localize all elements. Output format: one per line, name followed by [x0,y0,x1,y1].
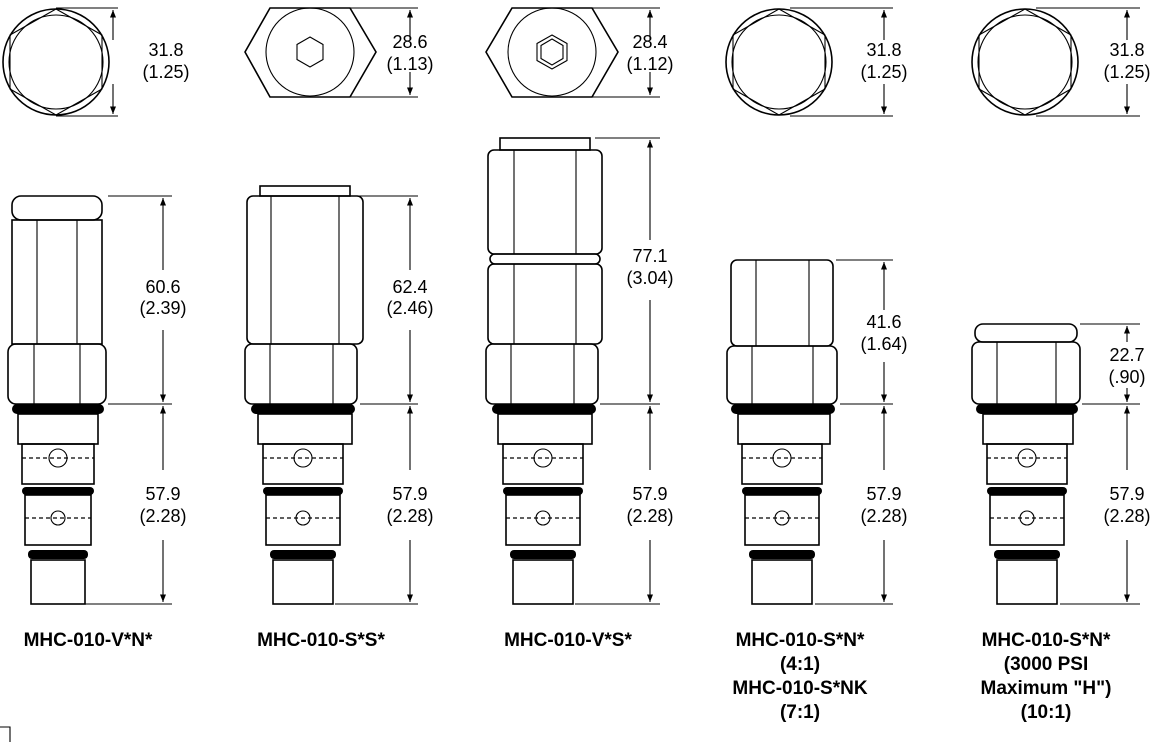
end-dim-1-inch: (1.25) [142,62,189,82]
bottom-dim-2: 57.9 [392,484,427,504]
bottom-dim-5-inch: (2.28) [1103,506,1150,526]
end-view-3: 28.4 (1.12) [485,7,674,98]
end-dim-4-inch: (1.25) [860,62,907,82]
end-dim-5-inch: (1.25) [1103,62,1150,82]
view-2: 28.6 (1.13) [244,7,434,651]
top-dim-5-inch: (.90) [1108,367,1145,387]
bottom-dim-1: 57.9 [145,484,180,504]
end-dim-5: 31.8 [1109,40,1144,60]
model-title-5-line-4: (10:1) [1021,702,1072,723]
end-dim-2: 28.6 [392,32,427,52]
end-dim-3-inch: (1.12) [626,54,673,74]
model-title-5-line-3: Maximum "H") [981,678,1112,699]
top-dim-3: 77.1 [632,246,667,266]
top-dim-4-inch: (1.64) [860,334,907,354]
end-view-2: 28.6 (1.13) [244,7,434,98]
model-title-4-line-2: (4:1) [780,654,820,675]
model-title-3-line-1: MHC-010-V*S* [504,630,632,651]
model-title-4-line-1: MHC-010-S*N* [736,630,865,651]
bottom-dim-1-inch: (2.28) [139,506,186,526]
bottom-dim-2-inch: (2.28) [386,506,433,526]
dimension-lines-4: 41.6 (1.64) 57.9 (2.28) [815,259,908,605]
end-view-4: 31.8 (1.25) [725,7,908,117]
view-3: 28.4 (1.12) [485,7,674,651]
dimension-lines-5: 22.7 (.90) 57.9 (2.28) [1060,323,1151,605]
dimension-lines-2: 62.4 (2.46) 57.9 (2.28) [335,195,434,605]
top-dim-2: 62.4 [392,277,427,297]
view-5: 31.8 (1.25) 22.7 [971,7,1151,723]
model-title-1-line-1: MHC-010-V*N* [24,630,153,651]
top-dim-2-inch: (2.46) [386,298,433,318]
model-title-2-line-1: MHC-010-S*S* [257,630,385,651]
corner-mark [0,726,11,742]
cartridge-2 [244,185,364,605]
end-view-5: 31.8 (1.25) [971,7,1151,117]
cartridge-3 [485,137,603,605]
end-dim-1: 31.8 [148,40,183,60]
dimension-lines-1: 60.6 (2.39) 57.9 (2.28) [85,195,187,605]
dimension-lines-3: 77.1 (3.04) 57.9 (2.28) [575,137,674,605]
cartridge-1 [7,195,107,605]
bottom-dim-4-inch: (2.28) [860,506,907,526]
model-title-4-line-4: (7:1) [780,702,820,723]
bottom-dim-3: 57.9 [632,484,667,504]
bottom-dim-4: 57.9 [866,484,901,504]
top-dim-1: 60.6 [145,277,180,297]
top-dim-4: 41.6 [866,312,901,332]
model-title-5-line-1: MHC-010-S*N* [982,630,1111,651]
end-dim-3: 28.4 [632,32,667,52]
bottom-dim-5: 57.9 [1109,484,1144,504]
view-4: 31.8 (1.25) 41 [725,7,908,723]
bottom-dim-3-inch: (2.28) [626,506,673,526]
top-dim-1-inch: (2.39) [139,298,186,318]
model-title-5-line-2: (3000 PSI [1004,654,1089,675]
top-dim-5: 22.7 [1109,345,1144,365]
view-1: 31.8 (1.25) [2,7,190,651]
top-dim-3-inch: (3.04) [626,268,673,288]
end-dim-4: 31.8 [866,40,901,60]
end-dim-2-inch: (1.13) [386,54,433,74]
cartridge-4 [726,259,838,605]
model-title-4-line-3: MHC-010-S*NK [732,678,867,699]
end-view-1: 31.8 (1.25) [2,7,190,117]
cartridge-5 [971,323,1081,605]
